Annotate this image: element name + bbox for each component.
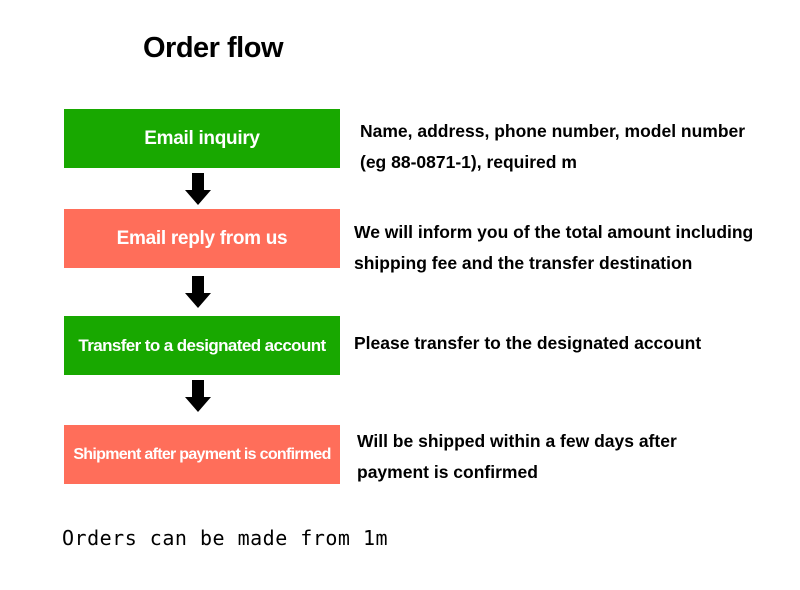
step-label: Shipment after payment is confirmed (73, 445, 331, 463)
down-arrow-icon (185, 173, 211, 205)
description-line: Name, address, phone number, model numbe… (360, 121, 746, 141)
description-line: shipping fee and the transfer destinatio… (354, 253, 693, 273)
step-box-shipment: Shipment after payment is confirmed (64, 425, 340, 484)
down-arrow-icon (185, 276, 211, 308)
step-label: Transfer to a designated account (78, 335, 326, 355)
description-line: payment is confirmed (357, 462, 538, 482)
description-line: (eg 88-0871-1), required m (360, 152, 577, 172)
description-line: We will inform you of the total amount i… (354, 222, 754, 242)
step-label: Email inquiry (144, 127, 260, 149)
step-description-transfer: Please transfer to the designated accoun… (354, 328, 701, 359)
description-line: Please transfer to the designated accoun… (354, 333, 702, 353)
step-description-shipment: Will be shipped within a few days after … (357, 426, 677, 488)
step-box-email-reply: Email reply from us (64, 209, 340, 268)
description-line: Will be shipped within a few days after (357, 431, 677, 451)
step-description-email-inquiry: Name, address, phone number, model numbe… (360, 116, 745, 178)
step-description-email-reply: We will inform you of the total amount i… (354, 217, 753, 279)
down-arrow-icon (185, 380, 211, 412)
step-label: Email reply from us (116, 227, 288, 249)
footer-note: Orders can be made from 1m (62, 526, 389, 550)
page-title: Order flow (143, 32, 284, 64)
step-box-email-inquiry: Email inquiry (64, 109, 340, 168)
step-box-transfer: Transfer to a designated account (64, 316, 340, 375)
